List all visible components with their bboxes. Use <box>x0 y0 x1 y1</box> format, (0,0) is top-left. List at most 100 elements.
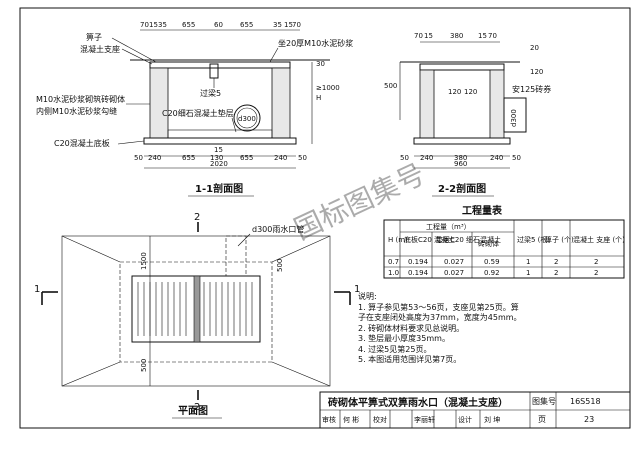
dim-top-9: 70 <box>292 21 301 29</box>
note-1b: 子在支座闭处高度为37mm，宽度为45mm。 <box>358 313 522 322</box>
mark-2-top: 2 <box>194 212 200 223</box>
section-2-2: 70 15 380 15 70 d300 安125砖券 120 120 500 … <box>384 32 551 197</box>
drawing-title: 砖砌体平箅式双箅雨水口（混凝土支座） <box>328 396 508 409</box>
r1-h: 0.7 <box>388 258 399 266</box>
section-2-title: 2-2剖面图 <box>438 182 486 195</box>
dim2-mid-1: 120 <box>448 88 461 96</box>
notes-block: 说明: 1. 算子参见第53～56页，支座见第25页。算 子在支座闭处高度为37… <box>358 292 628 366</box>
dim-bot-2: 240 <box>148 154 161 162</box>
col-h: H (m) <box>388 236 408 244</box>
watermark: 国标图集号 <box>289 157 430 246</box>
dim2-top-4: 15 <box>478 32 487 40</box>
note-2: 2. 砖砌体材料要求见总说明。 <box>358 323 465 333</box>
dim-top-1: 70 <box>140 21 149 29</box>
r1-grate: 2 <box>554 258 558 266</box>
tb-check-label: 校对 <box>373 415 387 424</box>
note-4: 4. 过梁5见第25页。 <box>358 344 432 354</box>
plan-pipe-label: d300雨水口管 <box>252 224 304 234</box>
plan-title: 平面图 <box>178 405 208 417</box>
tb-check-name: 李丽轩 <box>414 415 435 424</box>
r1-beam: 1 <box>526 258 530 266</box>
dim2-top-1: 70 <box>414 32 423 40</box>
plan-dim-1: 1500 <box>140 252 148 270</box>
section-1-title: 1-1剖面图 <box>195 182 243 195</box>
dim-top-4: 655 <box>182 21 195 29</box>
col-base: 底板C20 混凝土 <box>404 235 455 244</box>
dim-bot-3: 655 <box>182 154 195 162</box>
dim-top-3: 35 <box>158 21 167 29</box>
dim-bot-6: 240 <box>274 154 287 162</box>
dim-top-6: 655 <box>240 21 253 29</box>
mark-2-bottom: 2 <box>194 402 200 413</box>
dim-right-h: H <box>316 94 321 102</box>
mark-1-right: 1 <box>354 284 360 295</box>
r2-pad: 0.027 <box>444 269 464 277</box>
dim-bot-detail: 15 <box>214 146 223 154</box>
label-support: 混凝土支座 <box>80 44 120 54</box>
label-c20-pad: C20细石混凝土垫层 <box>162 108 234 118</box>
dim2-right-2: 120 <box>530 68 543 76</box>
r2-h: 1.0 <box>388 269 399 277</box>
notes-title: 说明: <box>358 292 377 301</box>
pipe-label-1: d300 <box>238 115 256 123</box>
dim2-top-2: 15 <box>424 32 433 40</box>
dim2-total: 960 <box>454 160 467 168</box>
dim2-bot-1: 50 <box>400 154 409 162</box>
dim-top-5: 60 <box>214 21 223 29</box>
label-brick: 安125砖券 <box>512 84 551 94</box>
dim-bot-7: 50 <box>298 154 307 162</box>
note-3: 3. 垫层最小厚度35mm。 <box>358 334 450 343</box>
section-1-1: 70 15 35 655 60 655 35 15 70 d300 箅子 混凝土… <box>36 21 353 197</box>
title-block: 砖砌体平箅式双箅雨水口（混凝土支座） 图集号 16S518 审核 何 彬 校对 … <box>319 391 631 429</box>
tb-design-label: 设计 <box>458 415 472 424</box>
dim-bot-1: 50 <box>134 154 143 162</box>
r2-grate: 2 <box>554 269 558 277</box>
r1-masonry: 0.59 <box>484 258 500 266</box>
col-grate: 箅子 (个) <box>545 235 574 244</box>
dim-top-7: 35 <box>273 21 282 29</box>
dim-bot-4: 130 <box>210 154 223 162</box>
tb-review-name: 何 彬 <box>343 415 359 424</box>
atlas-label: 图集号 <box>532 396 556 406</box>
r1-pad: 0.027 <box>444 258 464 266</box>
tb-review-label: 审核 <box>322 415 336 424</box>
r1-base: 0.194 <box>408 258 429 266</box>
atlas-no: 16S518 <box>570 397 601 406</box>
label-masonry-1: M10水泥砂浆砌筑砖砌体 <box>36 94 125 104</box>
dim-total-1: 2020 <box>210 160 228 168</box>
plan-dim-2: 500 <box>276 259 284 272</box>
label-masonry-2: 内侧M10水泥砂浆勾缝 <box>36 106 117 116</box>
note-1a: 1. 算子参见第53～56页，支座见第25页。算 <box>358 302 519 312</box>
label-beam: 过梁5 <box>200 88 221 98</box>
page-no: 23 <box>584 415 594 424</box>
dim2-right-1: 20 <box>530 44 539 52</box>
dim-top-2: 15 <box>149 21 158 29</box>
plan-dim-3: 500 <box>140 359 148 372</box>
dim2-top-3: 380 <box>450 32 463 40</box>
dim2-mid-2: 120 <box>464 88 477 96</box>
pipe-label-2: d300 <box>510 109 518 127</box>
dim2-left: 500 <box>384 82 397 90</box>
r2-base: 0.194 <box>408 269 429 277</box>
table-title: 工程量表 <box>462 204 503 217</box>
dim-top-8: 15 <box>284 21 293 29</box>
r2-masonry: 0.92 <box>484 269 500 277</box>
r2-support: 2 <box>594 269 598 277</box>
label-mortar20: 坐20厚M10水泥砂浆 <box>278 38 353 48</box>
label-base-plate: C20混凝土底板 <box>54 138 110 148</box>
mark-1-left: 1 <box>34 284 40 295</box>
page-label: 页 <box>538 415 546 424</box>
col-masonry: 砖砌体 <box>478 239 499 248</box>
plan-view: d300雨水口管 1500 500 500 1 1 2 2 平面图 <box>34 212 360 419</box>
quantity-table: 工程量表 工程量（m³） H (m) 底板C20 混凝土 垫层C20 细石混凝土… <box>383 204 625 279</box>
dim2-bot-3: 380 <box>454 154 467 162</box>
note-5: 5. 本图适用范围详见第7页。 <box>358 355 462 364</box>
dim-right-30: 30 <box>316 60 325 68</box>
dim-bot-5: 655 <box>240 154 253 162</box>
dim2-top-5: 70 <box>488 32 497 40</box>
dim2-bot-4: 240 <box>490 154 503 162</box>
col-support: 混凝土 支座 (个) <box>573 235 625 244</box>
tb-design-name: 刘 坤 <box>484 415 500 424</box>
